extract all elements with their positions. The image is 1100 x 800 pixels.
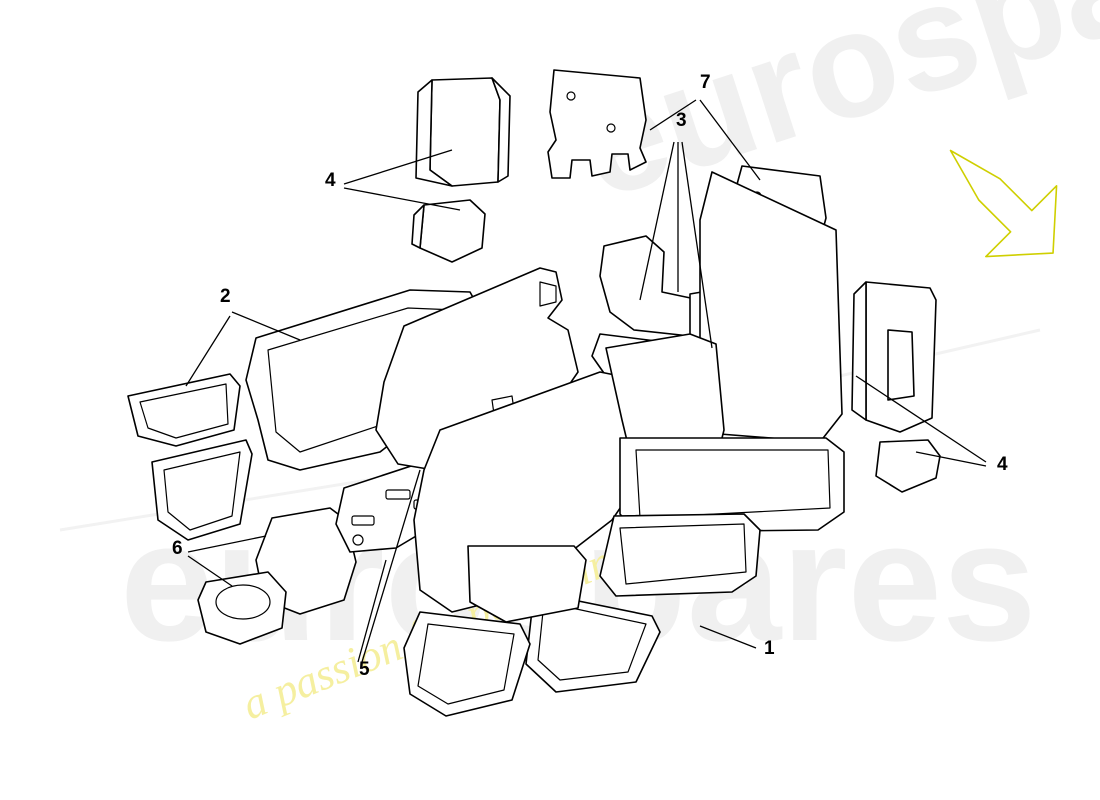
callout-2: 2: [220, 286, 231, 307]
part-2-mat-small-b-inner: [163, 451, 241, 531]
leader-4-right: [855, 375, 987, 467]
part-7-hole-left: [566, 91, 576, 101]
part-1-tab-a: [539, 281, 557, 307]
leader-6: [187, 535, 267, 587]
part-1-mid-panel: [467, 545, 587, 623]
callout-3: 3: [676, 110, 687, 131]
part-1-wedge-right-inner: [537, 601, 647, 681]
leader-3: [639, 141, 713, 349]
leader-1: [699, 625, 757, 649]
part-4-panel-a-edge: [415, 79, 453, 187]
callout-4-right: 4: [997, 454, 1008, 475]
part-2-mat-small-a-inner: [139, 383, 229, 439]
leader-5: [357, 469, 421, 663]
part-5-slot-c: [385, 489, 411, 500]
leader-2: [185, 311, 301, 387]
part-4-panel-a-side: [491, 77, 511, 183]
callout-6: 6: [172, 538, 183, 559]
direction-arrow-icon: [949, 149, 1058, 258]
part-1-rear-panel-a-inner: [635, 449, 831, 519]
part-4-right-panel-b-inner: [887, 329, 915, 401]
part-1-wedge-left-inner: [417, 623, 515, 705]
part-1-rear-panel-b-inner: [619, 523, 747, 585]
leader-4-left: [343, 149, 461, 211]
callout-5: 5: [359, 659, 370, 680]
callout-7: 7: [700, 72, 711, 93]
part-4-panel-b-edge: [411, 204, 425, 249]
part-5-hole-f: [352, 534, 364, 546]
part-4-right-panel-b-edge: [851, 281, 867, 421]
callout-4-left: 4: [325, 170, 336, 191]
part-6-hole: [215, 584, 271, 620]
callout-1: 1: [764, 638, 775, 659]
part-7-hole-right: [606, 123, 616, 133]
leader-7: [649, 99, 761, 181]
part-5-slot-e: [351, 515, 375, 526]
